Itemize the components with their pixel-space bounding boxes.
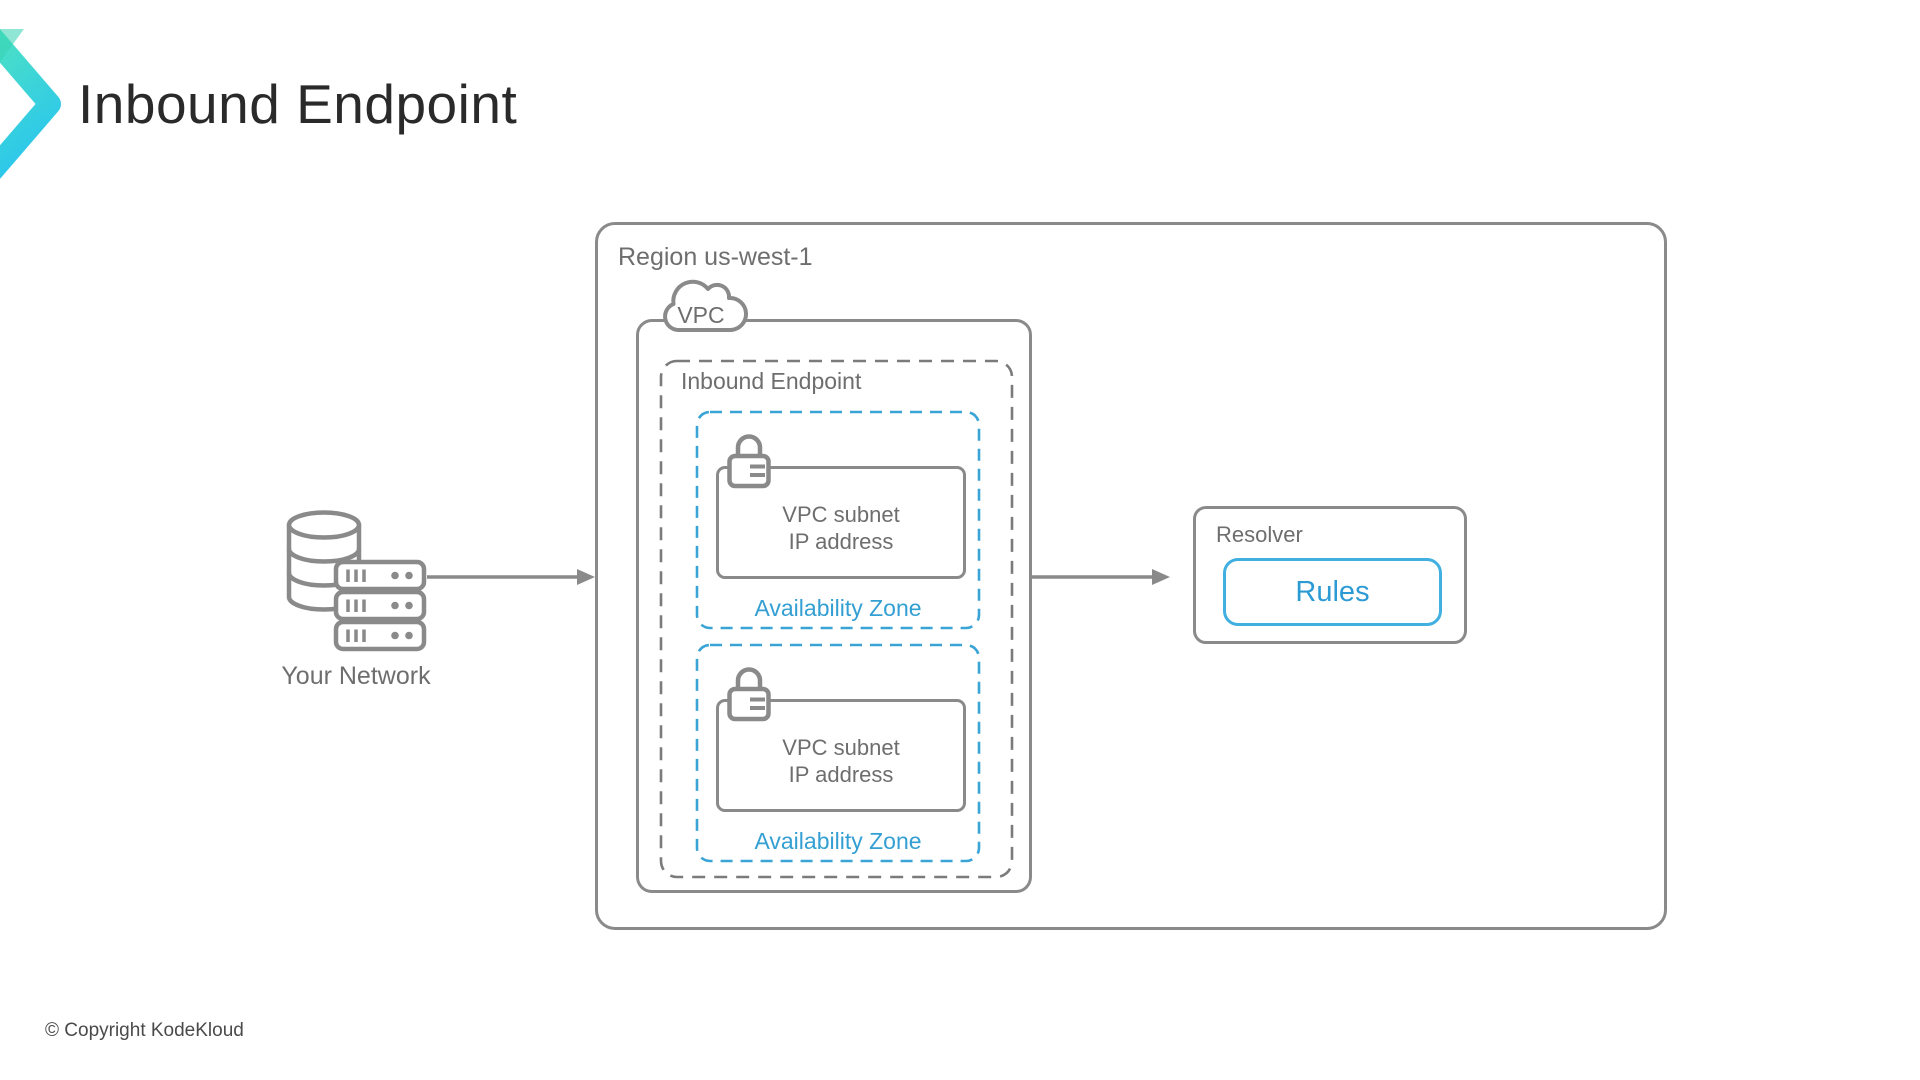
your-network-label: Your Network — [281, 662, 431, 690]
availability-zone-label: Availability Zone — [754, 595, 922, 621]
copyright-text: © Copyright KodeKloud — [45, 1020, 244, 1041]
subnet-label-line2: IP address — [788, 761, 894, 787]
subnet-label-line1: VPC subnet — [782, 501, 900, 527]
availability-zone-box: VPC subnet IP address Availability Zone — [695, 410, 981, 630]
lock-icon — [724, 428, 774, 490]
vpc-box: VPC Inbound Endpoint VPC subnet IP addre… — [636, 279, 1032, 893]
kodekloud-chevron-logo — [0, 29, 61, 179]
cloud-icon: VPC — [651, 272, 751, 344]
rules-button: Rules — [1223, 558, 1442, 626]
availability-zone-label: Availability Zone — [754, 828, 922, 854]
vpc-subnet-box: VPC subnet IP address — [716, 699, 966, 812]
vpc-subnet-box: VPC subnet IP address — [716, 466, 966, 579]
vpc-label: VPC — [677, 302, 725, 328]
availability-zone-box: VPC subnet IP address Availability Zone — [695, 643, 981, 863]
lock-icon — [724, 661, 774, 723]
inbound-endpoint-label: Inbound Endpoint — [681, 368, 862, 394]
page-title: Inbound Endpoint — [78, 73, 518, 135]
subnet-label-line1: VPC subnet — [782, 734, 900, 760]
subnet-label-line2: IP address — [788, 528, 894, 554]
arrow-vpc-to-resolver — [1029, 569, 1170, 585]
server-stack-database-icon — [286, 510, 427, 652]
arrow-network-to-region — [427, 569, 595, 585]
resolver-label: Resolver — [1216, 522, 1303, 547]
region-box: Region us-west-1 VPC Inbound Endpoint — [595, 222, 1667, 930]
region-label: Region us-west-1 — [618, 243, 813, 271]
inbound-endpoint-box: Inbound Endpoint VPC subnet IP address — [659, 359, 1014, 879]
resolver-box: Resolver Rules — [1193, 506, 1467, 644]
